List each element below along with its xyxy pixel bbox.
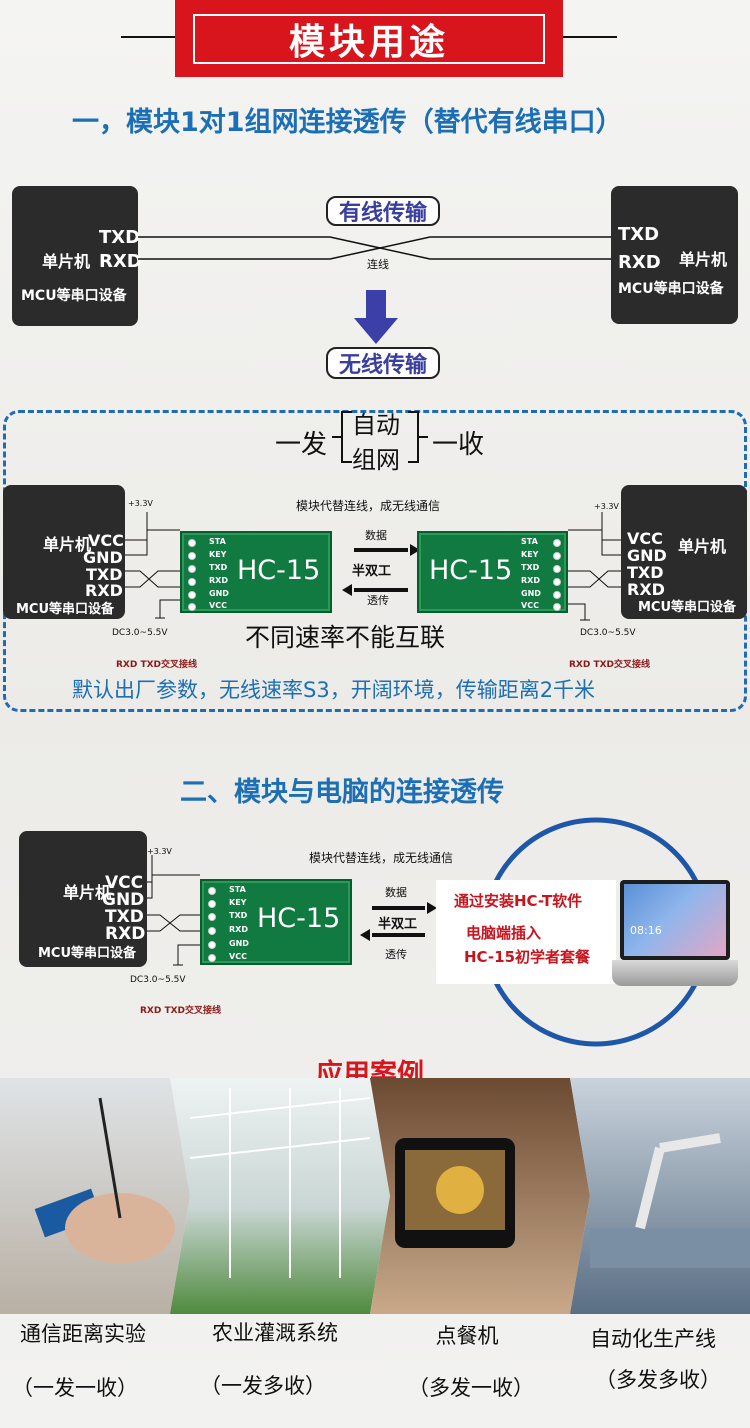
- section2-title: 二、模块与电脑的连接透传: [180, 777, 504, 808]
- hc15-module-left: STA KEY TXD RXD GND VCC HC-15: [180, 531, 332, 613]
- hc15-module-right: HC-15 STA KEY TXD RXD GND VCC: [417, 531, 568, 613]
- module-name: HC-15: [257, 903, 341, 934]
- box-wires: [125, 512, 621, 621]
- txd-label: TXD: [105, 907, 144, 927]
- case-label-3: 点餐机: [435, 1324, 499, 1348]
- case-mode-4: （多发多收）: [595, 1368, 721, 1392]
- rxd-label: RXD: [618, 252, 661, 273]
- device-name: 单片机: [679, 250, 728, 269]
- data-label: 数据: [365, 529, 387, 542]
- txd-label: TXD: [627, 563, 664, 582]
- cross-note-left: RXD TXD交叉接线: [116, 660, 198, 670]
- laptop-time: 08:16: [630, 924, 662, 937]
- cases-photo-strip: [0, 1078, 750, 1314]
- case-mode-1: （一发一收）: [12, 1376, 138, 1400]
- mode-suffix: 一收: [432, 430, 485, 460]
- txd-label: TXD: [618, 224, 660, 245]
- rxd-label: RXD: [99, 251, 142, 272]
- s1-left-device: 单片机 TXD RXD MCU等串口设备: [12, 186, 142, 326]
- s2-half-duplex: 半双工: [378, 917, 418, 932]
- wireless-label: 无线传输: [326, 347, 440, 379]
- case-mode-3: （多发一收）: [408, 1376, 534, 1400]
- s2-dc: DC3.0~5.5V: [130, 975, 186, 985]
- s1-right-device: TXD RXD 单片机 MCU等串口设备: [611, 186, 738, 324]
- dc-left: DC3.0~5.5V: [112, 628, 168, 638]
- pc-line2: 电脑端插入: [466, 924, 542, 942]
- device-name: 单片机: [678, 537, 727, 556]
- vcc-label: VCC: [88, 531, 124, 550]
- section1-title: 一，模块1对1组网连接透传（替代有线串口）: [72, 107, 623, 138]
- device-sub: MCU等串口设备: [21, 288, 127, 304]
- laptop-base: [612, 960, 738, 986]
- half-duplex-label: 半双工: [352, 564, 392, 579]
- replace-note: 模块代替连线，成无线通信: [296, 499, 441, 513]
- txd-label: TXD: [86, 565, 123, 584]
- rxd-label: RXD: [105, 924, 146, 944]
- pc-line1: 通过安装HC-T软件: [454, 892, 583, 910]
- s2-cross-note: RXD TXD交叉接线: [140, 1006, 222, 1016]
- vcc-label: VCC: [627, 529, 663, 548]
- device-name: 单片机: [42, 252, 91, 271]
- down-arrow-icon: [354, 290, 398, 344]
- header-banner: 模块用途: [175, 0, 563, 77]
- box-left-device: 单片机 VCC GND TXD RXD MCU等串口设备: [3, 485, 125, 619]
- cross-note-right: RXD TXD交叉接线: [569, 660, 651, 670]
- mode-bottom: 组网: [352, 446, 400, 474]
- s2-replace-note: 模块代替连线，成无线通信: [309, 851, 454, 865]
- txd-label: TXD: [99, 227, 141, 248]
- wired-label: 有线传输: [326, 196, 440, 226]
- rate-note: 不同速率不能互联: [245, 623, 446, 652]
- device-name: 单片机: [63, 883, 112, 902]
- s2-v33: +3.3V: [147, 847, 172, 856]
- rxd-label: RXD: [627, 580, 665, 599]
- wire-caption: 连线: [367, 258, 389, 271]
- v33-left: +3.3V: [128, 499, 153, 508]
- s2-data-label: 数据: [385, 886, 407, 899]
- s1-wires: [138, 236, 611, 344]
- vcc-label: VCC: [105, 873, 144, 893]
- dc-right: DC3.0~5.5V: [580, 628, 636, 638]
- default-note: 默认出厂参数，无线速率S3，开阔环境，传输距离2千米: [72, 678, 596, 702]
- s2-transparent-label: 透传: [385, 948, 407, 961]
- rxd-label: RXD: [85, 581, 123, 600]
- device-sub: MCU等串口设备: [16, 602, 115, 617]
- device-sub: MCU等串口设备: [38, 946, 137, 961]
- case-mode-2: （一发多收）: [200, 1374, 326, 1398]
- laptop-icon: 08:16: [620, 880, 730, 960]
- box-right-device: VCC GND TXD RXD 单片机 MCU等串口设备: [621, 485, 747, 619]
- case-label-2: 农业灌溉系统: [212, 1321, 338, 1345]
- s2-device: 单片机 VCC GND TXD RXD MCU等串口设备: [19, 831, 147, 967]
- device-sub: MCU等串口设备: [638, 600, 737, 615]
- gnd-label: GND: [627, 546, 667, 565]
- device-sub: MCU等串口设备: [618, 281, 724, 297]
- case-label-4: 自动化生产线: [590, 1327, 716, 1351]
- hc15-module-s2: STA KEY TXD RXD GND VCC HC-15: [200, 879, 352, 965]
- gnd-label: GND: [102, 890, 145, 910]
- header-title: 模块用途: [193, 13, 545, 64]
- pc-text-panel: 通过安装HC-T软件 电脑端插入 HC-15初学者套餐: [436, 880, 616, 984]
- mode-top: 自动: [352, 411, 400, 439]
- module-name: HC-15: [237, 555, 321, 586]
- mode-brackets: [332, 411, 428, 463]
- transparent-label: 透传: [367, 594, 389, 607]
- gnd-label: GND: [83, 548, 123, 567]
- module-name: HC-15: [429, 555, 513, 586]
- device-name: 单片机: [43, 535, 92, 554]
- v33-right: +3.3V: [594, 502, 619, 511]
- mode-prefix: 一发: [275, 430, 328, 460]
- case-label-1: 通信距离实验: [20, 1322, 146, 1346]
- pc-line3: HC-15初学者套餐: [464, 948, 591, 966]
